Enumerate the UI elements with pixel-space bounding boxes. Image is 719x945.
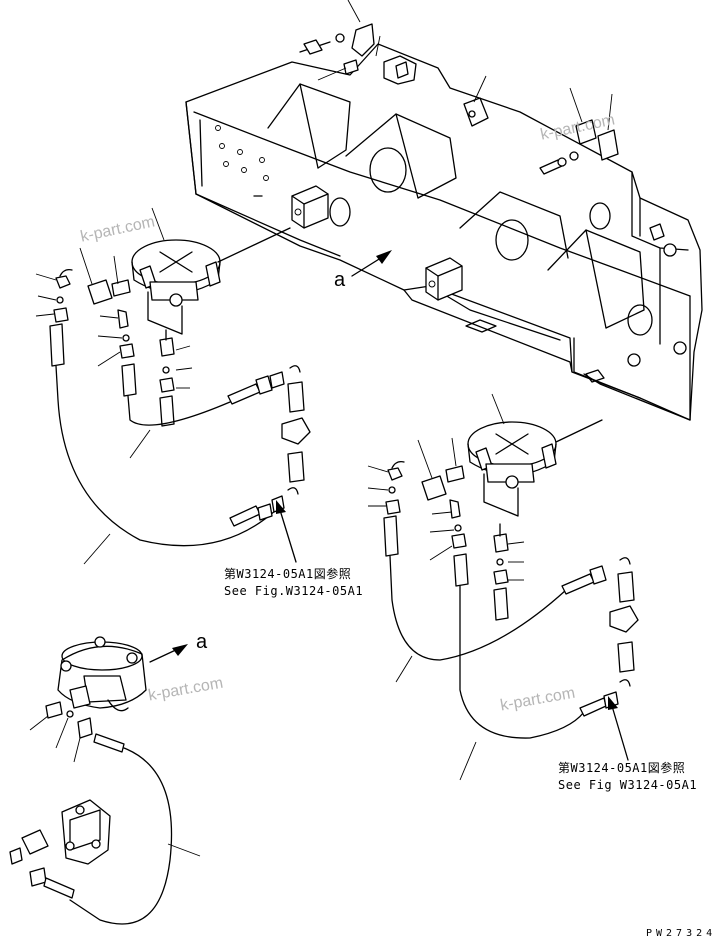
reference-note-lower-en: See Fig W3124-05A1 <box>558 778 698 792</box>
drawing-code: PW27324 <box>646 928 717 939</box>
top-brackets <box>299 0 619 175</box>
relay-valve-upper-left <box>35 207 311 565</box>
relay-valve-right <box>367 393 639 781</box>
detail-valve-view <box>9 636 201 925</box>
reference-note-upper-ja: 第W3124-05A1図参照 <box>224 567 352 581</box>
callout-label-detail: a <box>196 631 208 653</box>
reference-note-upper-en: See Fig.W3124-05A1 <box>224 584 364 598</box>
reference-note-lower-ja: 第W3124-05A1図参照 <box>558 761 686 775</box>
callout-arrow-main <box>351 250 392 277</box>
frame-beam <box>185 43 703 421</box>
callout-label-main: a <box>334 269 346 291</box>
